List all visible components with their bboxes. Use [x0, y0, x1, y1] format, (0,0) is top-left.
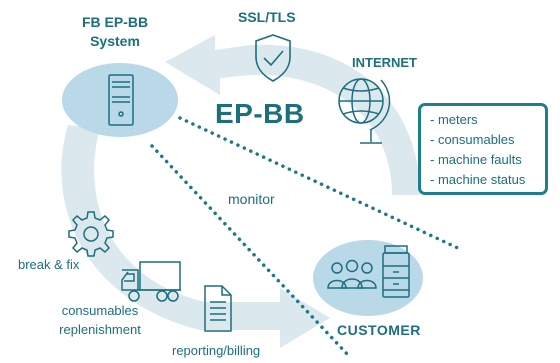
server-icon	[108, 74, 134, 126]
system-ellipse	[62, 63, 178, 137]
reporting-label: reporting/billing	[172, 343, 261, 358]
gear-icon	[68, 211, 114, 257]
diagram-title: EP-BB	[215, 98, 305, 129]
document-icon	[204, 285, 232, 332]
dotted-line-upper	[178, 116, 464, 252]
monitor-connections	[150, 116, 464, 357]
system-label-line2: System	[90, 33, 140, 49]
consumables-label-line2: replenishment	[59, 322, 141, 337]
customer-label: CUSTOMER	[337, 322, 421, 338]
ring-arc-bottom	[61, 125, 330, 348]
consumables-label-line1: consumables	[61, 303, 139, 318]
monitored-data-box: - meters - consumables - machine faults …	[418, 103, 548, 195]
users-icon	[327, 259, 377, 289]
ssl-label: SSL/TLS	[238, 9, 296, 25]
cycle-ring	[61, 35, 420, 348]
shield-check-icon	[255, 34, 291, 82]
info-item-machine-status: - machine status	[430, 172, 526, 187]
ring-arc-top	[165, 35, 420, 195]
info-item-machine-faults: - machine faults	[430, 152, 522, 167]
monitor-label: monitor	[228, 191, 275, 207]
info-item-consumables: - consumables	[430, 132, 515, 147]
dotted-line-lower	[150, 144, 350, 357]
printer-icon	[382, 245, 410, 298]
globe-icon	[338, 78, 391, 144]
customer-node	[313, 240, 423, 316]
system-label: FB EP-BB System	[60, 13, 170, 51]
info-item-meters: - meters	[430, 112, 478, 127]
system-label-line1: FB EP-BB	[81, 14, 149, 30]
break-fix-label: break & fix	[18, 257, 80, 272]
system-node	[62, 63, 178, 137]
consumables-label: consumables replenishment	[40, 301, 160, 339]
internet-label: INTERNET	[352, 55, 417, 70]
truck-icon	[121, 261, 181, 302]
